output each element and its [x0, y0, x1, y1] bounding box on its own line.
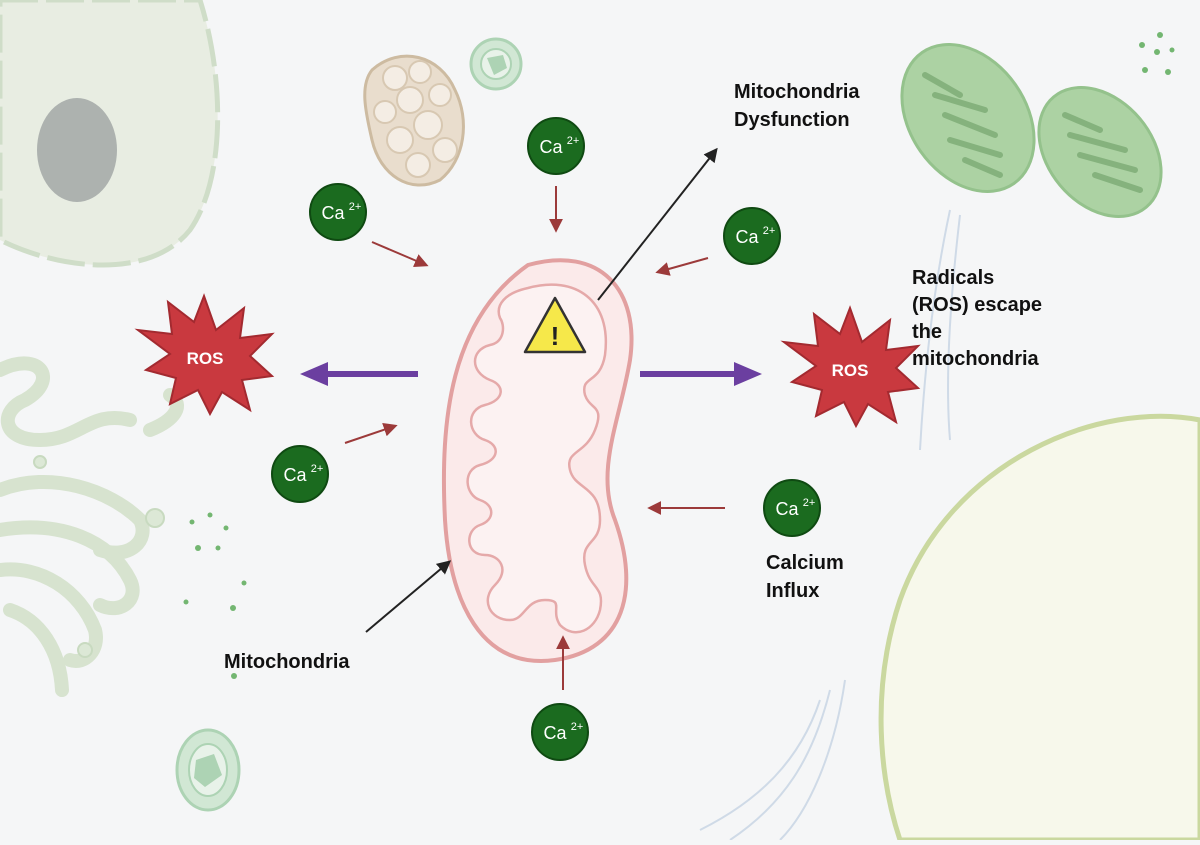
fibers — [699, 209, 961, 841]
ion-base: Ca — [735, 227, 759, 247]
ion-charge: 2+ — [763, 225, 776, 237]
ros-burst-left: ROS — [134, 293, 275, 417]
calcium-ion-bottom: Ca 2+ — [531, 703, 589, 761]
pointer-arrows — [365, 147, 718, 633]
label-line: Radicals — [912, 267, 994, 289]
ros-label-left: ROS — [187, 349, 224, 368]
ion-charge: 2+ — [311, 463, 324, 475]
vesicle-bottom-left — [175, 728, 241, 812]
influx-arrow-top-left — [371, 241, 429, 268]
label-radicals-escape: Radicals (ROS) escape the mitochondria — [912, 267, 1042, 370]
ion-base: Ca — [283, 465, 307, 485]
calcium-ion-left: Ca 2+ — [271, 445, 329, 503]
label-line: mitochondria — [912, 348, 1040, 370]
label-line: (ROS) escape — [912, 294, 1042, 316]
cell-bottom-right — [878, 413, 1200, 843]
label-line: Mitochondria — [734, 81, 860, 103]
ros-arrow-left-head — [300, 362, 328, 386]
ros-escape-arrows — [300, 362, 762, 386]
calcium-ion-top-left: Ca 2+ — [309, 183, 367, 241]
label-mitochondria-dysfunction: Mitochondria Dysfunction — [734, 81, 860, 131]
influx-arrow-left — [344, 422, 398, 444]
ion-charge: 2+ — [571, 721, 584, 733]
organelle-top-right-2 — [1037, 86, 1163, 218]
warning-mark: ! — [551, 321, 560, 351]
calcium-ion-right: Ca 2+ — [763, 479, 821, 537]
ion-charge: 2+ — [349, 201, 362, 213]
label-line: the — [912, 321, 942, 343]
ion-base: Ca — [321, 203, 345, 223]
vesicles-left — [33, 455, 165, 658]
mitochondrion-cristae — [466, 283, 608, 634]
dots-green-left — [183, 512, 247, 679]
warning-icon: ! — [523, 296, 587, 354]
calcium-ion-top: Ca 2+ — [527, 117, 585, 175]
dots-green-right — [1139, 32, 1175, 75]
organelle-top-right-1 — [900, 43, 1036, 193]
influx-arrow-top-right — [655, 257, 709, 276]
ros-burst-right: ROS — [780, 305, 921, 429]
ros-label-right: ROS — [832, 361, 869, 380]
ion-charge: 2+ — [567, 135, 580, 147]
ros-arrow-right-head — [734, 362, 762, 386]
label-mitochondria: Mitochondria — [224, 651, 350, 673]
label-line: Influx — [766, 580, 819, 602]
ion-base: Ca — [539, 137, 563, 157]
ion-charge: 2+ — [803, 497, 816, 509]
lipid-cluster — [363, 54, 465, 187]
cell-top-left — [0, 0, 221, 268]
label-calcium-influx: Calcium Influx — [766, 552, 844, 602]
mitochondrion: ! — [441, 258, 634, 663]
ion-base: Ca — [543, 723, 567, 743]
ion-base: Ca — [775, 499, 799, 519]
dysfunction-pointer-arrow — [597, 147, 718, 301]
nucleus — [37, 98, 117, 202]
mitochondria-pointer-arrow — [365, 560, 452, 633]
label-line: Calcium — [766, 552, 844, 574]
vesicle-top — [469, 37, 523, 91]
calcium-influx-arrows — [344, 186, 725, 690]
label-line: Dysfunction — [734, 109, 850, 131]
calcium-ion-top-right: Ca 2+ — [723, 207, 781, 265]
